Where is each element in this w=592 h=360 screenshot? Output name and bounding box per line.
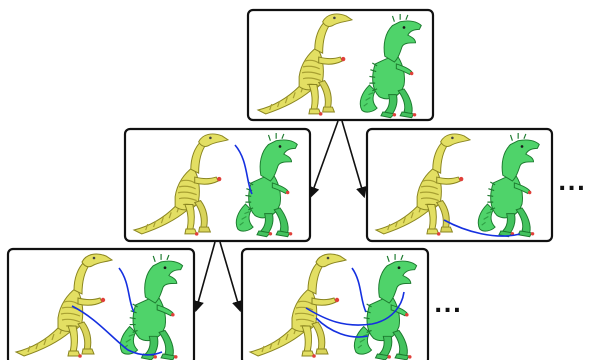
- correspondence-curve: [71, 305, 163, 356]
- correspondence-curve: [118, 267, 135, 313]
- edge-child-left-to-grandchild-right: [219, 241, 243, 313]
- correspondence-curve: [305, 291, 405, 326]
- correspondence-curve: [234, 144, 253, 195]
- correspondence-curve: [315, 317, 369, 338]
- edge-child-left-to-grandchild-left: [193, 241, 216, 313]
- ellipsis-right: ...: [558, 171, 586, 196]
- ellipsis-bottom: ...: [434, 293, 462, 318]
- edge-root-to-child-left: [308, 120, 339, 199]
- node-grandchild-left: [6, 247, 196, 360]
- edge-root-to-child-right: [341, 120, 367, 199]
- node-child-left: [123, 127, 312, 243]
- correspondence-curve: [443, 219, 521, 237]
- node-grandchild-right: [240, 247, 430, 360]
- correspondence-curve: [351, 267, 367, 313]
- node-child-right: [365, 127, 554, 243]
- node-root: [246, 8, 435, 122]
